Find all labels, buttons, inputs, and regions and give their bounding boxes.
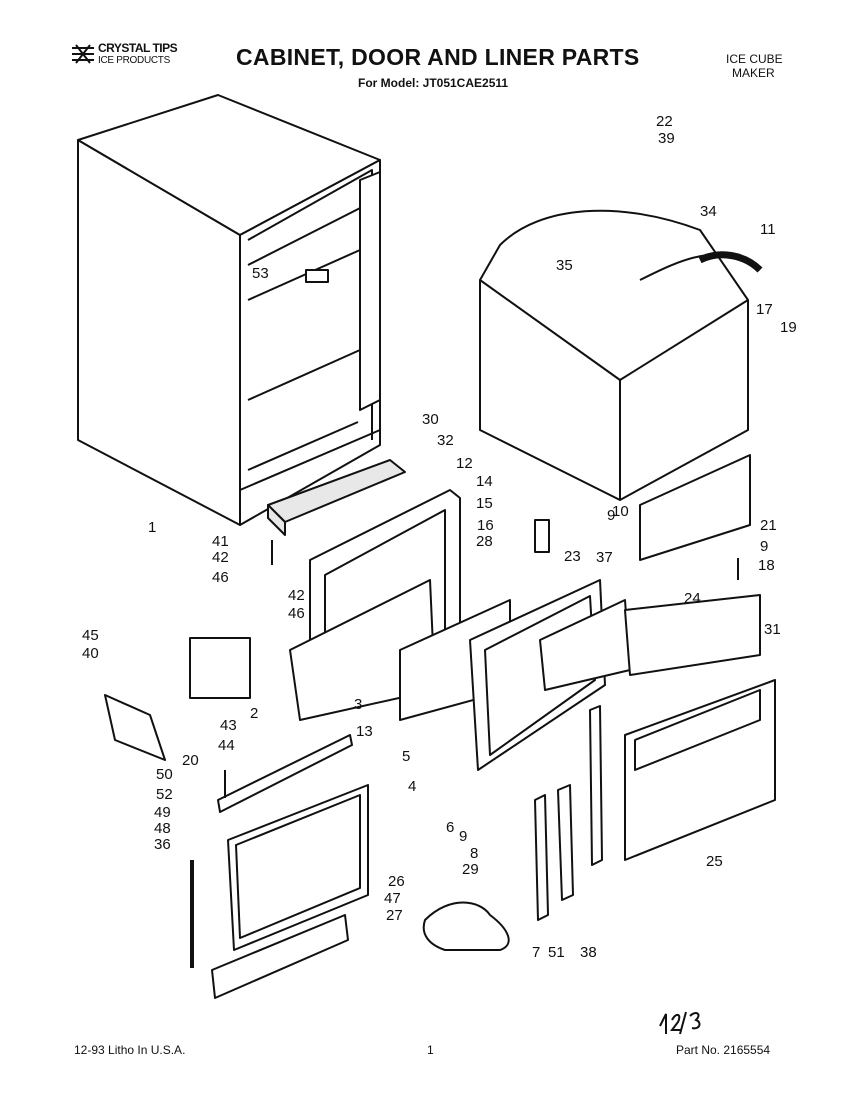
part-label: 8 — [470, 845, 478, 862]
brand-subline: ICE PRODUCTS — [98, 55, 170, 66]
part-label: 24 — [684, 590, 701, 607]
part-label: 18 — [758, 557, 775, 574]
part-label: 46 — [288, 605, 305, 622]
handwritten-initials — [659, 1011, 701, 1035]
cabinet-drawing — [77, 94, 776, 999]
part-label: 52 — [156, 786, 173, 803]
part-label: 35 — [556, 257, 573, 274]
model-subtitle: For Model: JT051CAE2511 — [358, 76, 509, 90]
part-label: 30 — [422, 411, 439, 428]
part-label: 51 — [548, 944, 565, 961]
part-label: 41 — [212, 533, 229, 550]
part-label: 49 — [154, 804, 171, 821]
part-label: 37 — [596, 549, 613, 566]
part-label: 39 — [658, 130, 675, 147]
litho-note: 12-93 Litho In U.S.A. — [74, 1043, 186, 1057]
part-label: 36 — [154, 836, 171, 853]
snowflake-logo-icon — [72, 44, 94, 64]
part-label: 43 — [220, 717, 237, 734]
part-label: 45 — [82, 627, 99, 644]
part-label: 17 — [756, 301, 773, 318]
part-label: 1 — [148, 519, 156, 536]
category-label-line2: MAKER — [732, 66, 775, 80]
part-label: 9 — [607, 507, 615, 524]
part-label: 42 — [212, 549, 229, 566]
brand-name: CRYSTAL TIPS — [98, 41, 178, 55]
part-label: 46 — [212, 569, 229, 586]
part-label: 28 — [476, 533, 493, 550]
part-label: 2 — [250, 705, 258, 722]
part-label: 34 — [700, 203, 717, 220]
part-label: 9 — [459, 828, 467, 845]
part-number: Part No. 2165554 — [676, 1043, 771, 1057]
part-label: 3 — [354, 696, 362, 713]
part-label: 10 — [612, 503, 629, 520]
part-label: 19 — [780, 319, 797, 336]
part-label: 11 — [760, 221, 776, 238]
part-label: 15 — [476, 495, 493, 512]
part-label: 29 — [462, 861, 479, 878]
part-label: 44 — [218, 737, 235, 754]
part-label: 40 — [82, 645, 99, 662]
part-label: 22 — [656, 113, 673, 130]
part-label: 14 — [476, 473, 493, 490]
part-label: 21 — [760, 517, 777, 534]
part-label: 5 — [402, 748, 410, 765]
part-label: 53 — [252, 265, 269, 282]
part-label: 12 — [456, 455, 473, 472]
part-label: 25 — [706, 853, 723, 870]
brand-logo: CRYSTAL TIPS ICE PRODUCTS — [70, 40, 200, 70]
part-label: 32 — [437, 432, 454, 449]
part-label: 4 — [408, 778, 416, 795]
part-label: 27 — [386, 907, 403, 924]
part-label: 9 — [760, 538, 768, 555]
page-number: 1 — [427, 1043, 434, 1057]
part-label: 47 — [384, 890, 401, 907]
part-callout-labels: 1 2 3 4 5 6 7 8 9 9 9 10 11 12 13 14 15 … — [82, 113, 797, 961]
part-label: 13 — [356, 723, 373, 740]
part-label: 20 — [182, 752, 199, 769]
category-label-line1: ICE CUBE — [726, 52, 783, 66]
part-label: 16 — [477, 517, 494, 534]
part-label: 31 — [764, 621, 781, 638]
part-label: 7 — [532, 944, 540, 961]
part-label: 23 — [564, 548, 581, 565]
part-label: 42 — [288, 587, 305, 604]
page-title: CABINET, DOOR AND LINER PARTS — [236, 44, 640, 70]
part-label: 38 — [580, 944, 597, 961]
part-label: 50 — [156, 766, 173, 783]
part-label: 6 — [446, 819, 454, 836]
part-label: 48 — [154, 820, 171, 837]
part-label: 26 — [388, 873, 405, 890]
